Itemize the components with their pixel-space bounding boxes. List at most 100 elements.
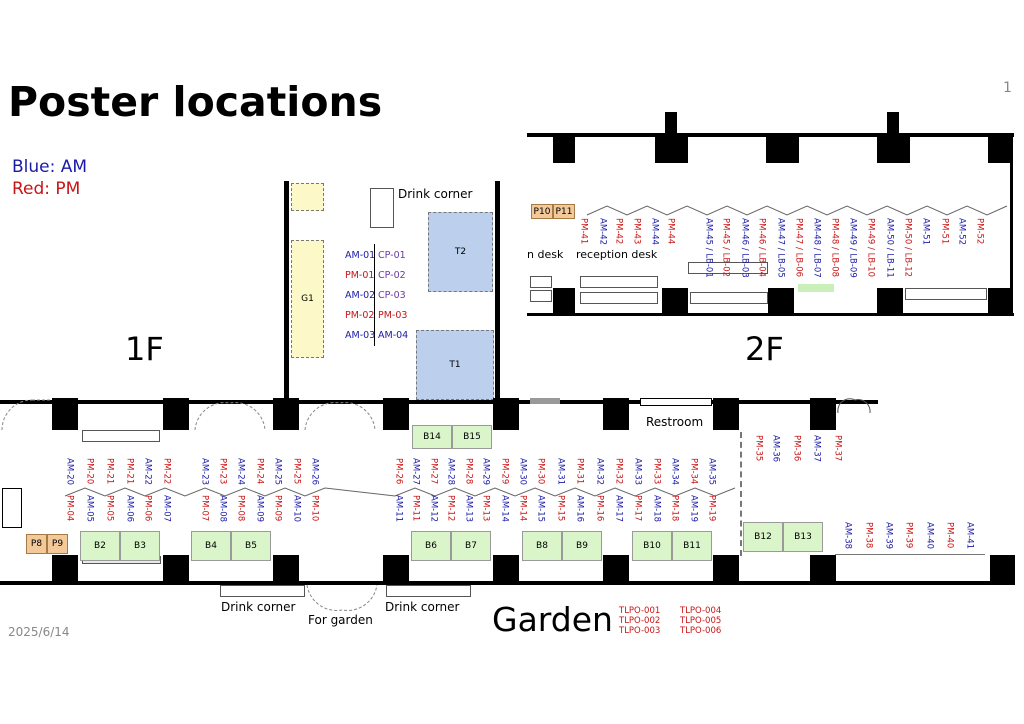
cp-left-1: PM-01: [345, 270, 375, 281]
cp-right-4: AM-04: [378, 330, 409, 341]
cp-divider: [374, 244, 375, 346]
poster-label: PM-07: [199, 495, 210, 522]
cp-right-2: CP-03: [378, 290, 406, 301]
poster-label: AM-39: [883, 522, 894, 550]
booth-b6: B6: [411, 531, 451, 561]
poster-label: PM-38: [863, 522, 874, 549]
poster-label: PM-52: [974, 218, 985, 245]
poster-label: PM-33: [651, 458, 662, 485]
area-top: [291, 183, 324, 211]
pillar: [810, 555, 836, 583]
garden-door: [306, 584, 378, 611]
poster-label: PM-36: [791, 435, 802, 462]
tlpo-004: TLPO-004: [680, 606, 722, 616]
pillar: [163, 398, 189, 430]
booth-b11: B11: [672, 531, 712, 561]
poster-label: AM-17: [613, 495, 624, 523]
tlpo-003: TLPO-003: [619, 626, 661, 636]
pillar: [766, 133, 799, 163]
poster-label: PM-51: [939, 218, 950, 245]
poster-label: PM-31: [574, 458, 585, 485]
poster-label: AM-11: [393, 495, 404, 523]
booth-b14: B14: [412, 425, 452, 449]
booth-b15: B15: [452, 425, 492, 449]
poster-label: AM-40: [924, 522, 935, 550]
for-garden-label: For garden: [308, 613, 373, 627]
pillar: [990, 555, 1015, 583]
cp-right-0: CP-01: [378, 250, 406, 261]
desk-cell: [580, 276, 658, 288]
wall-center-right: [495, 181, 500, 401]
poster-label: PM-22: [161, 458, 172, 485]
poster-label: PM-26: [393, 458, 404, 485]
pillar: [493, 398, 519, 430]
wall-2f-right: [1010, 133, 1013, 316]
pillar: [383, 398, 409, 430]
annex-divider: [740, 432, 743, 556]
poster-label: AM-46 / LB-03: [739, 218, 750, 278]
legend-am: Blue: AM: [12, 157, 88, 177]
poster-label: PM-25: [291, 458, 302, 485]
desk-cell: [530, 276, 552, 288]
poster-label: AM-22: [142, 458, 153, 486]
booth-b9: B9: [562, 531, 602, 561]
poster-label: AM-51: [920, 218, 931, 246]
poster-label: AM-50 / LB-11: [884, 218, 895, 278]
poster-label: AM-42: [597, 218, 608, 246]
annex-line: [835, 554, 985, 555]
poster-label: AM-44: [649, 218, 660, 246]
vent: [530, 398, 560, 404]
poster-label: AM-30: [517, 458, 528, 486]
poster-label: PM-29: [499, 458, 510, 485]
poster-label: AM-16: [574, 495, 585, 523]
poster-label: PM-27: [428, 458, 439, 485]
poster-label: AM-35: [706, 458, 717, 486]
poster-label: PM-42: [613, 218, 624, 245]
poster-label: AM-27: [410, 458, 421, 486]
poster-label: AM-05: [84, 495, 95, 523]
pillar: [713, 398, 739, 430]
poster-label: AM-38: [842, 522, 853, 550]
poster-label: PM-09: [272, 495, 283, 522]
cp-right-1: CP-02: [378, 270, 406, 281]
reception-desk-partial: n desk: [527, 248, 564, 261]
reception-desk-label: reception desk: [576, 248, 658, 261]
restroom-door: [640, 398, 712, 406]
poster-label: PM-48 / LB-08: [829, 218, 840, 278]
drink-box-right: [386, 585, 471, 597]
poster-label: AM-41: [964, 522, 975, 550]
pillar: [810, 398, 836, 430]
poster-label: AM-06: [124, 495, 135, 523]
poster-label: AM-09: [254, 495, 265, 523]
door-arcs: [1, 398, 871, 431]
garden-label: Garden: [492, 600, 613, 639]
booth-t2: T2: [428, 212, 493, 292]
poster-label: AM-36: [770, 435, 781, 463]
poster-label: PM-14: [517, 495, 528, 522]
poster-label: AM-12: [428, 495, 439, 523]
desk-cell: [905, 288, 987, 300]
poster-label: PM-30: [535, 458, 546, 485]
cp-left-3: PM-02: [345, 310, 375, 321]
tlpo-006: TLPO-006: [680, 626, 722, 636]
poster-label: PM-23: [217, 458, 228, 485]
wall-1f-top: [0, 400, 878, 404]
pillar: [52, 555, 78, 583]
pillar: [603, 555, 629, 583]
poster-label: PM-21: [124, 458, 135, 485]
poster-label: PM-39: [903, 522, 914, 549]
poster-label: PM-11: [410, 495, 421, 522]
restroom-label: Restroom: [646, 415, 704, 429]
pillar: [553, 288, 575, 316]
poster-label: AM-15: [535, 495, 546, 523]
desk-cell: [82, 430, 160, 442]
pillar: [988, 133, 1010, 163]
poster-label: PM-19: [706, 495, 717, 522]
poster-label: AM-32: [594, 458, 605, 486]
booth-b7: B7: [451, 531, 491, 561]
booth-b13: B13: [783, 522, 823, 552]
poster-label: AM-49 / LB-09: [847, 218, 858, 278]
floor-label-2f: 2F: [745, 330, 784, 368]
poster-label: PM-32: [613, 458, 624, 485]
booth-b4: B4: [191, 531, 231, 561]
